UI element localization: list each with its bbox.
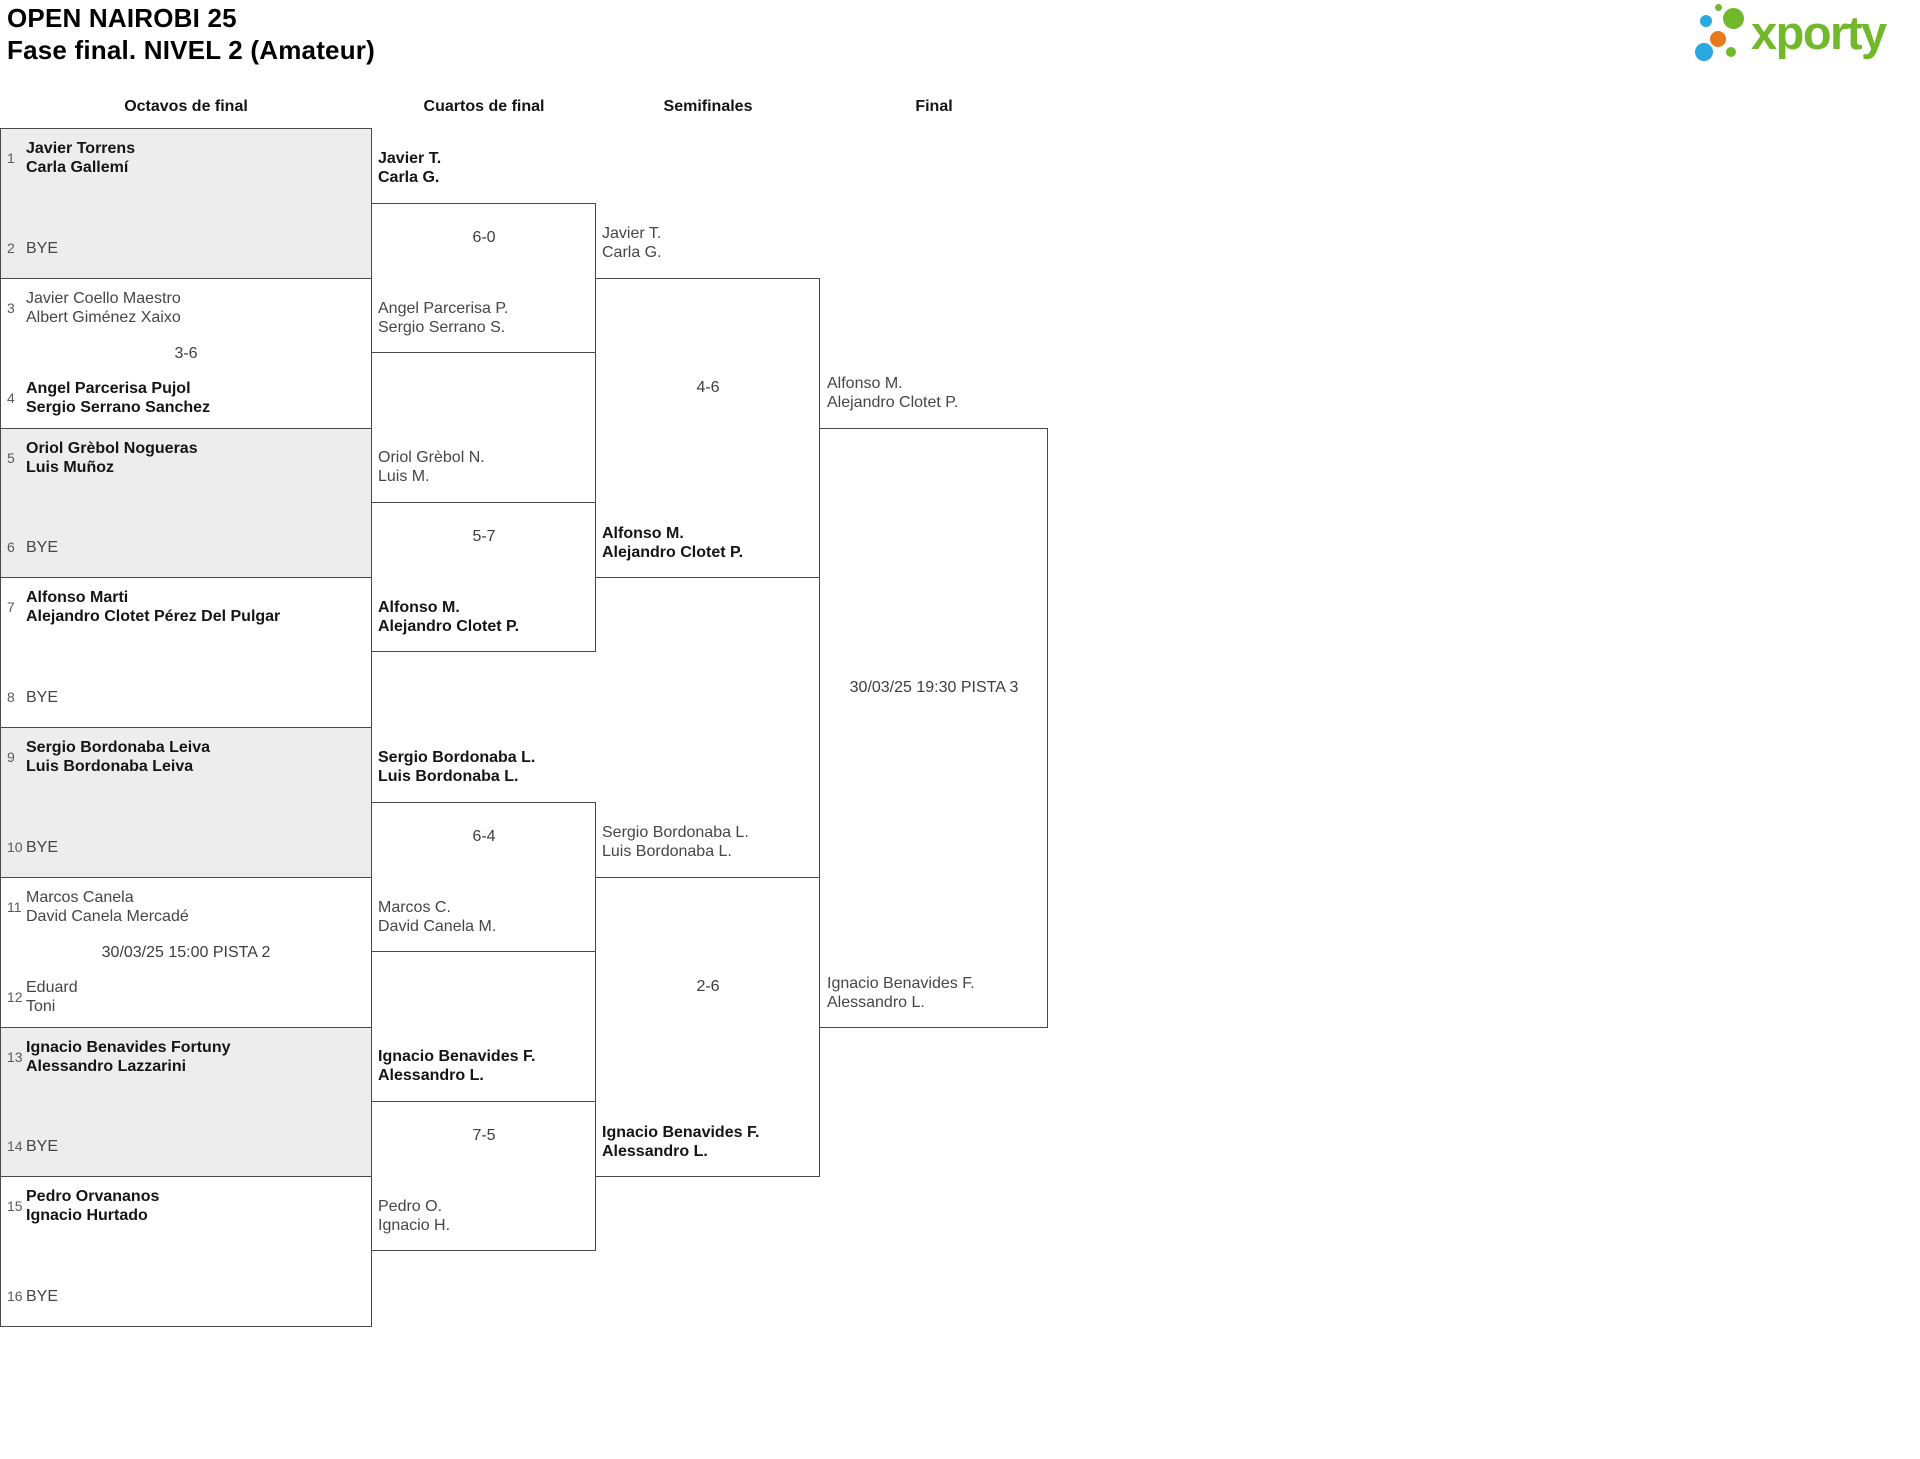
team-slot: 14 BYE: [1, 1123, 371, 1169]
seed-number: 2: [7, 240, 15, 256]
page-header: OPEN NAIROBI 25 Fase final. NIVEL 2 (Ama…: [7, 2, 375, 66]
logo-wordmark: xporty: [1751, 6, 1887, 59]
seed-number: 13: [7, 1049, 23, 1065]
round-header-octavos: Octavos de final: [124, 98, 248, 115]
logo-dot: [1715, 4, 1722, 11]
seed-number: 14: [7, 1138, 23, 1154]
logo-dot: [1700, 15, 1712, 27]
tournament-subtitle: Fase final. NIVEL 2 (Amateur): [7, 35, 375, 65]
team-label: Ignacio Benavides F.Alessandro L.: [827, 975, 975, 1011]
seed-number: 3: [7, 300, 15, 316]
match-score: 4-6: [696, 379, 720, 396]
seed-number: 16: [7, 1288, 23, 1304]
team-slot: 10 BYE: [1, 824, 371, 870]
team-names: BYE: [26, 538, 59, 556]
seed-number: 8: [7, 689, 15, 705]
round-header-final: Final: [915, 98, 953, 115]
team-label: Alfonso M.Alejandro Clotet P.: [602, 525, 744, 561]
team-slot: 16 BYE: [1, 1273, 371, 1319]
seed-number: 15: [7, 1198, 23, 1214]
seed-number: 10: [7, 839, 23, 855]
match-score: 3-6: [174, 344, 198, 362]
team-label: Angel Parcerisa P.Sergio Serrano S.: [378, 300, 509, 336]
round-header-cuartos: Cuartos de final: [423, 98, 545, 115]
team-label: Javier T.Carla G.: [378, 150, 442, 186]
team-label: Ignacio Benavides F.Alessandro L.: [378, 1048, 536, 1084]
team-label: Sergio Bordonaba L.Luis Bordonaba L.: [602, 824, 749, 860]
match-score: 6-4: [472, 828, 496, 845]
match-score: 2-6: [696, 978, 720, 995]
final-box: [819, 428, 1048, 1028]
seed-number: 7: [7, 599, 15, 615]
seed-number: 12: [7, 989, 23, 1005]
match-schedule: 30/03/25 19:30 PISTA 3: [849, 679, 1019, 696]
team-slot: 8 BYE: [1, 674, 371, 720]
seed-number: 5: [7, 450, 15, 466]
match-score: 6-0: [472, 229, 496, 246]
logo-dot: [1726, 47, 1736, 57]
logo-dot: [1723, 8, 1744, 29]
team-names: BYE: [26, 239, 59, 257]
match-schedule: 30/03/25 15:00 PISTA 2: [101, 943, 271, 961]
team-names: BYE: [26, 1137, 59, 1155]
match-score: 5-7: [472, 528, 496, 545]
team-label: Marcos C.David Canela M.: [378, 899, 497, 935]
team-names: BYE: [26, 1287, 59, 1305]
seed-number: 11: [7, 899, 22, 915]
team-slot: 2 BYE: [1, 225, 371, 271]
team-label: Sergio Bordonaba L.Luis Bordonaba L.: [378, 749, 536, 785]
team-label: Oriol Grèbol N.Luis M.: [378, 449, 485, 485]
tournament-title: OPEN NAIROBI 25: [7, 3, 237, 33]
seed-number: 9: [7, 749, 15, 765]
team-names: BYE: [26, 838, 59, 856]
team-label: Ignacio Benavides F.Alessandro L.: [602, 1124, 760, 1160]
round-header-semifinales: Semifinales: [663, 98, 753, 115]
seed-number: 4: [7, 390, 15, 406]
team-label: Alfonso M.Alejandro Clotet P.: [378, 599, 520, 635]
match-score: 7-5: [472, 1127, 496, 1144]
logo-dot: [1695, 43, 1713, 61]
team-label: Pedro O.Ignacio H.: [378, 1198, 451, 1234]
team-label: Alfonso M.Alejandro Clotet P.: [827, 375, 959, 411]
team-names: BYE: [26, 688, 59, 706]
seed-number: 1: [7, 150, 15, 166]
team-slot: 6 BYE: [1, 524, 371, 570]
seed-number: 6: [7, 539, 15, 555]
logo-dot: [1710, 31, 1726, 47]
team-label: Javier T.Carla G.: [602, 225, 662, 261]
